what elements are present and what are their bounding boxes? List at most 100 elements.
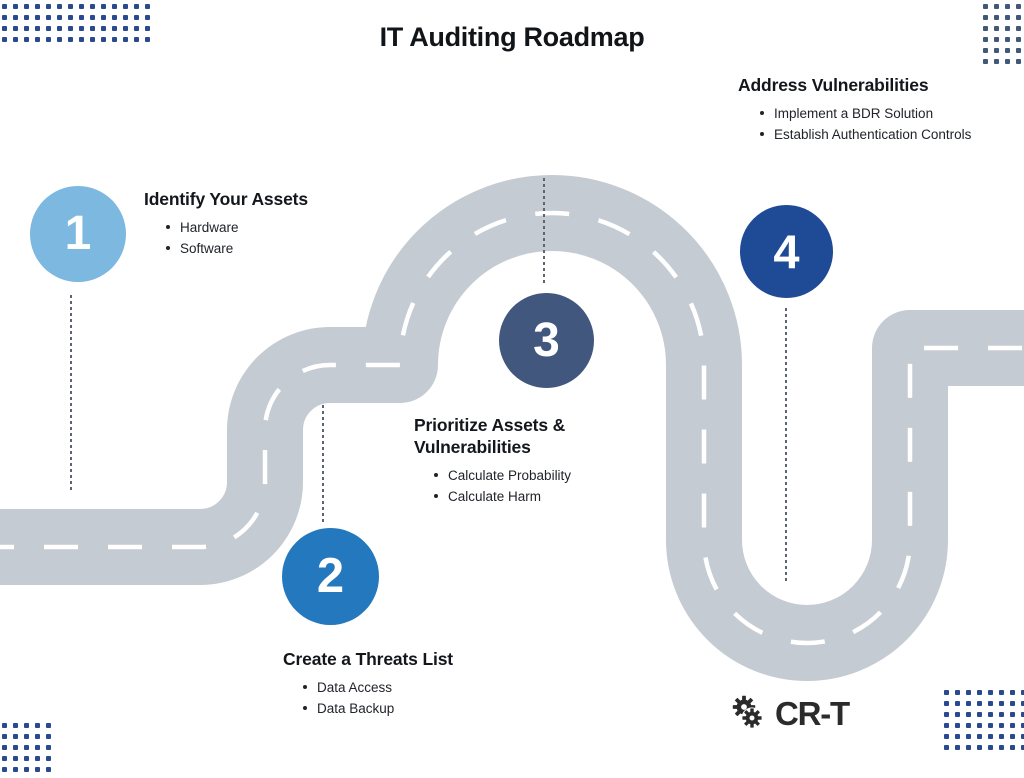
decor-dot: [123, 26, 128, 31]
decor-dot: [1010, 701, 1015, 706]
decor-dot: [994, 48, 999, 53]
decor-dot: [68, 26, 73, 31]
decor-dot: [90, 15, 95, 20]
decor-dot: [994, 15, 999, 20]
decor-dot: [1016, 15, 1021, 20]
decor-dot: [79, 37, 84, 42]
decor-dot: [134, 37, 139, 42]
decor-dot: [35, 4, 40, 9]
decor-dot: [112, 15, 117, 20]
decor-dot: [46, 4, 51, 9]
decor-dot: [999, 712, 1004, 717]
decor-dot: [983, 15, 988, 20]
decor-dot: [134, 4, 139, 9]
decor-dot: [46, 26, 51, 31]
decor-dot: [57, 15, 62, 20]
decor-dot: [134, 15, 139, 20]
dot-grid-top-right: [983, 4, 1024, 70]
decor-dot: [2, 15, 7, 20]
step-3-block: Prioritize Assets & Vulnerabilities Calc…: [414, 414, 664, 507]
decor-dot: [955, 690, 960, 695]
decor-dot: [1010, 734, 1015, 739]
decor-dot: [90, 4, 95, 9]
decor-dot: [944, 690, 949, 695]
decor-dot: [1016, 37, 1021, 42]
decor-dot: [134, 26, 139, 31]
decor-dot: [57, 37, 62, 42]
connector-line-step-1: [70, 295, 72, 490]
decor-dot: [24, 15, 29, 20]
brand-logo: CR-T: [731, 695, 850, 731]
step-2-number-badge[interactable]: 2: [282, 528, 379, 625]
decor-dot: [101, 26, 106, 31]
decor-dot: [46, 734, 51, 739]
decor-dot: [57, 4, 62, 9]
step-2-bullet: Data Backup: [303, 698, 563, 719]
step-4-number-badge[interactable]: 4: [740, 205, 833, 298]
decor-dot: [79, 4, 84, 9]
decor-dot: [46, 745, 51, 750]
decor-dot: [2, 723, 7, 728]
decor-dot: [2, 734, 7, 739]
decor-dot: [1005, 37, 1010, 42]
decor-dot: [1016, 48, 1021, 53]
decor-dot: [68, 15, 73, 20]
decor-dot: [999, 701, 1004, 706]
decor-dot: [1005, 26, 1010, 31]
step-2-bullet: Data Access: [303, 677, 563, 698]
road-center-dashes: [0, 210, 1024, 646]
decor-dot: [112, 26, 117, 31]
step-2-bullet-list: Data Access Data Backup: [283, 677, 563, 719]
decor-dot: [988, 712, 993, 717]
decor-dot: [46, 756, 51, 761]
connector-line-step-4: [785, 308, 787, 583]
decor-dot: [13, 26, 18, 31]
decor-dot: [994, 37, 999, 42]
page-title: IT Auditing Roadmap: [379, 22, 645, 52]
decor-dot: [101, 15, 106, 20]
step-1-heading: Identify Your Assets: [144, 189, 308, 209]
step-3-number-badge[interactable]: 3: [499, 293, 594, 388]
decor-dot: [1021, 745, 1024, 750]
dot-grid-top-left: [2, 4, 156, 48]
decor-dot: [966, 745, 971, 750]
decor-dot: [983, 26, 988, 31]
decor-dot: [994, 4, 999, 9]
decor-dot: [123, 37, 128, 42]
decor-dot: [101, 37, 106, 42]
decor-dot: [977, 701, 982, 706]
decor-dot: [13, 723, 18, 728]
decor-dot: [955, 745, 960, 750]
decor-dot: [1016, 26, 1021, 31]
connector-line-step-2: [322, 405, 324, 525]
decor-dot: [145, 15, 150, 20]
step-2-heading: Create a Threats List: [283, 649, 453, 669]
decor-dot: [46, 15, 51, 20]
decor-dot: [966, 723, 971, 728]
decor-dot: [112, 37, 117, 42]
decor-dot: [988, 734, 993, 739]
decor-dot: [1010, 690, 1015, 695]
decor-dot: [24, 734, 29, 739]
decor-dot: [966, 712, 971, 717]
decor-dot: [90, 26, 95, 31]
step-1-bullet: Software: [166, 238, 404, 259]
decor-dot: [13, 37, 18, 42]
decor-dot: [944, 734, 949, 739]
decor-dot: [13, 4, 18, 9]
decor-dot: [13, 15, 18, 20]
step-1-number-badge[interactable]: 1: [30, 186, 126, 282]
decor-dot: [966, 701, 971, 706]
connector-line-step-3: [543, 178, 545, 283]
decor-dot: [13, 734, 18, 739]
decor-dot: [145, 4, 150, 9]
decor-dot: [35, 37, 40, 42]
decor-dot: [944, 701, 949, 706]
decor-dot: [1021, 723, 1024, 728]
decor-dot: [983, 4, 988, 9]
decor-dot: [24, 4, 29, 9]
